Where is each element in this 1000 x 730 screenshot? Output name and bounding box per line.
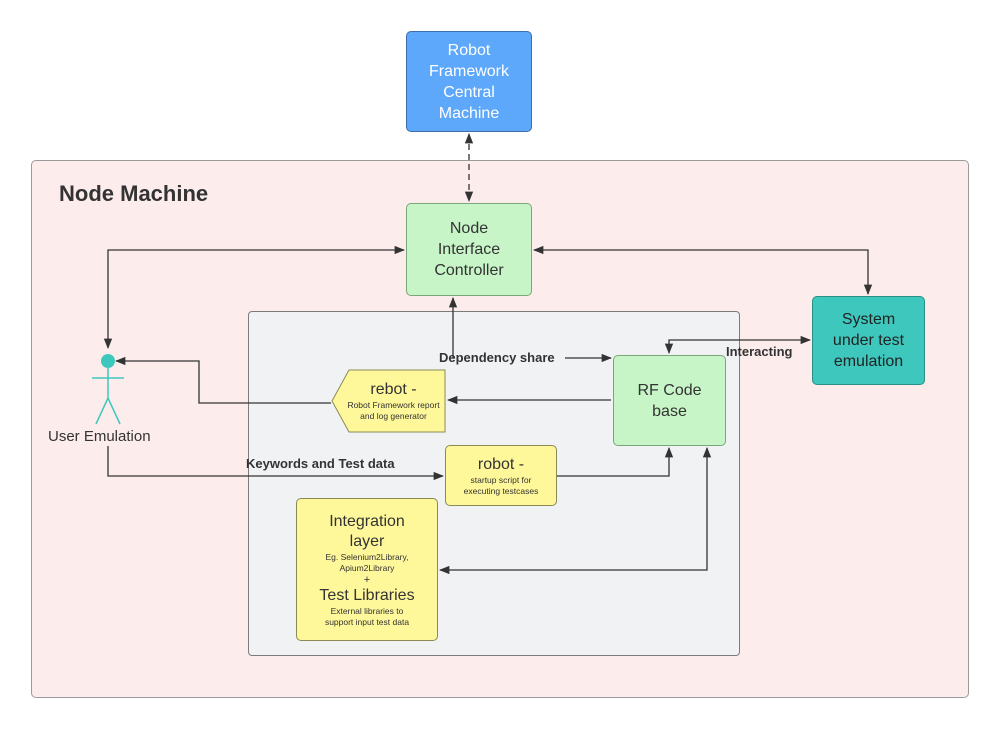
- rebot-desc-2: and log generator: [360, 411, 427, 421]
- nic-line-1: Node: [449, 220, 489, 237]
- interacting-label: Interacting: [726, 344, 793, 359]
- integration-plus: +: [363, 573, 371, 586]
- central-line-1: Robot: [447, 41, 491, 59]
- sut-line-2: under test: [832, 332, 905, 349]
- integration-eg-1: Eg. Selenium2Library,: [325, 551, 409, 562]
- central-machine-box: Robot Framework Central Machine: [406, 31, 532, 132]
- central-line-3: Central: [443, 83, 495, 101]
- edge-user-robot: [107, 446, 445, 481]
- rebot-desc-1: Robot Framework report: [347, 400, 440, 410]
- edge-nic-sut: [532, 245, 873, 296]
- robot-desc-2: executing testcases: [463, 485, 539, 496]
- integration-title-1: Integration: [329, 512, 405, 530]
- integration-layer-box: Integration layer Eg. Selenium2Library, …: [296, 498, 438, 641]
- robot-desc-1: startup script for: [470, 474, 532, 485]
- edge-rf-sut: [664, 335, 812, 355]
- node-interface-controller-box: Node Interface Controller: [406, 203, 532, 296]
- rebot-box: rebot - Robot Framework report and log g…: [331, 369, 446, 433]
- dependency-share-label: Dependency share: [439, 350, 555, 365]
- user-actor-icon: [92, 354, 124, 425]
- edge-rebot-user: [114, 356, 331, 404]
- central-line-4: Machine: [438, 104, 500, 122]
- integration-eg-2: Apium2Library: [339, 562, 395, 573]
- edge-integration-rf: [438, 446, 712, 575]
- robot-box: robot - startup script for executing tes…: [445, 445, 557, 506]
- central-line-2: Framework: [428, 62, 509, 80]
- nic-line-2: Interface: [437, 241, 501, 258]
- integration-title-2: layer: [349, 532, 385, 550]
- edge-nic-user: [103, 245, 406, 350]
- edge-robot-rf: [557, 446, 674, 477]
- system-under-test-box: System under test emulation: [812, 296, 925, 385]
- test-libraries-desc-2: support input test data: [324, 616, 410, 627]
- keywords-label: Keywords and Test data: [246, 456, 395, 471]
- node-machine-title: Node Machine: [59, 181, 209, 206]
- rebot-title: rebot -: [370, 381, 417, 398]
- sut-line-1: System: [841, 311, 896, 328]
- rf-code-base-box: RF Code base: [613, 355, 726, 446]
- rebot-shape: [331, 369, 446, 433]
- robot-title: robot -: [477, 455, 525, 473]
- sut-line-3: emulation: [833, 353, 904, 370]
- user-emulation-label: User Emulation: [48, 428, 151, 445]
- nic-line-3: Controller: [434, 262, 504, 279]
- rf-line-2: base: [652, 402, 687, 420]
- test-libraries-title: Test Libraries: [319, 586, 415, 604]
- rf-line-1: RF Code: [637, 381, 702, 399]
- test-libraries-desc-1: External libraries to: [330, 605, 404, 616]
